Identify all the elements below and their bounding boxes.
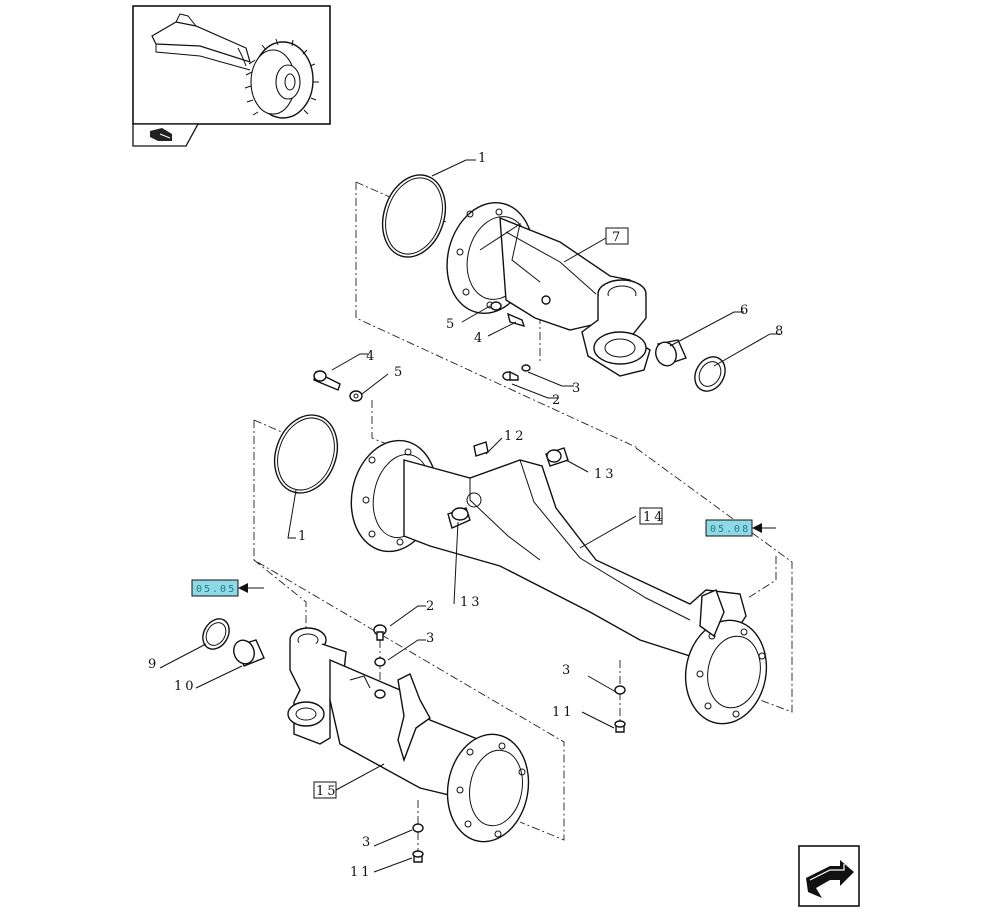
callout-2-lower: 2	[426, 599, 437, 614]
callout-4-mid: 4	[366, 349, 377, 364]
reference-tag-05-08[interactable]: 05.08	[705, 519, 776, 537]
callout-1-top: 1	[478, 151, 489, 166]
callout-4-top: 4	[474, 331, 485, 346]
callout-3-lower: 3	[426, 631, 437, 646]
reference-tag-05-05[interactable]: 05.05	[191, 579, 264, 597]
next-page-button[interactable]	[798, 845, 860, 907]
callout-14: 14	[643, 510, 666, 525]
leader-lines	[159, 159, 780, 873]
callout-12: 12	[504, 429, 527, 444]
callout-11-right: 11	[552, 705, 575, 720]
callout-3-right: 3	[562, 663, 573, 678]
main-axle-housing	[273, 370, 768, 733]
reference-label-05-05: 05.05	[196, 584, 236, 595]
callout-15: 15	[316, 784, 339, 799]
callout-labels: 1 7 6 8 5 4 3 2 4 5 12 13 14 1 13 2 3 9 …	[148, 151, 786, 880]
callout-7: 7	[612, 230, 623, 245]
o-ring-top	[381, 174, 447, 258]
callout-9: 9	[148, 657, 159, 672]
lower-axle-housing	[202, 618, 530, 863]
next-page-arrow-icon	[806, 860, 854, 898]
book-icon	[150, 128, 172, 141]
callout-6: 6	[740, 303, 751, 318]
callout-3-bottom: 3	[362, 835, 373, 850]
callout-5-mid: 5	[394, 365, 405, 380]
callout-8: 8	[775, 324, 786, 339]
callout-13-top: 13	[594, 467, 617, 482]
tractor-thumbnail-icon	[151, 13, 319, 119]
thumbnail-panel[interactable]	[132, 5, 331, 147]
callout-10: 10	[174, 679, 197, 694]
callout-5-top: 5	[446, 317, 457, 332]
reference-label-05-08: 05.08	[710, 524, 750, 535]
callout-1-left: 1	[298, 529, 309, 544]
callout-11-bottom: 11	[350, 865, 373, 880]
callout-13-bottom: 13	[460, 595, 483, 610]
callout-3-top: 3	[572, 381, 583, 396]
upper-axle-housing	[381, 174, 726, 392]
callout-2-top: 2	[552, 393, 563, 408]
